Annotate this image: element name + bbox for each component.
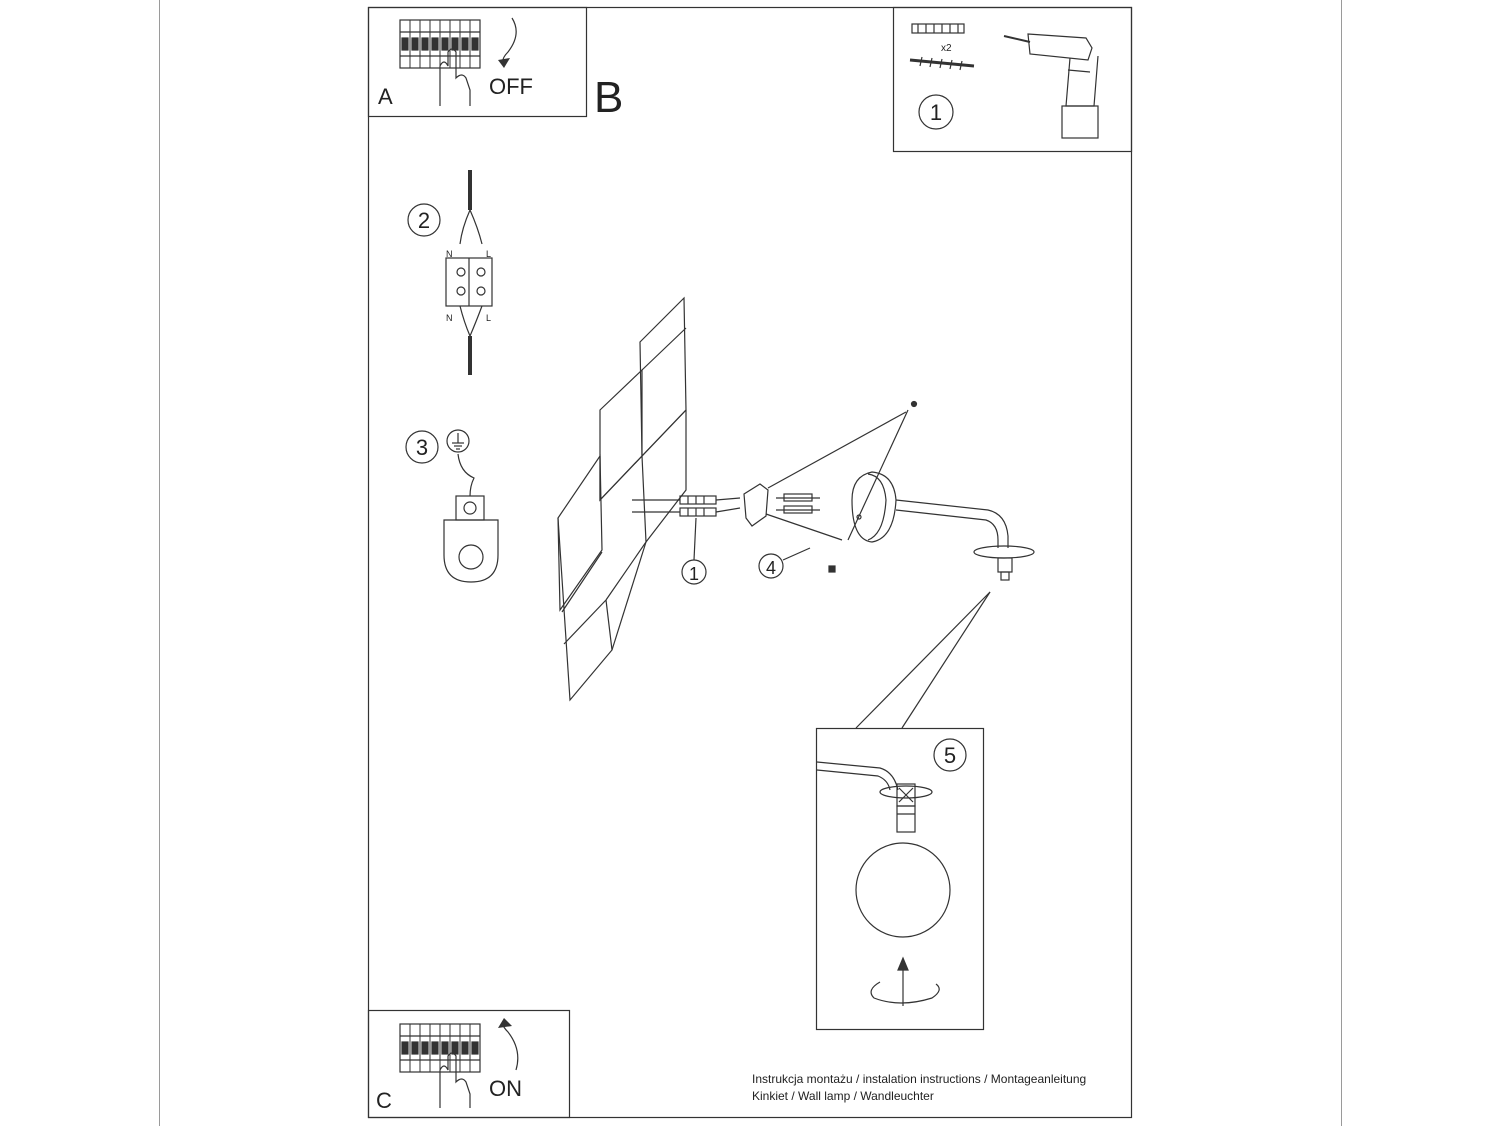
panel-c: C ON (367, 1009, 571, 1119)
wall-callout-1: 1 (689, 564, 699, 584)
lamp-arm (851, 471, 1035, 581)
ground-connector-icon (443, 495, 499, 583)
step-2-group: 2 N L N L (407, 170, 493, 375)
glass-globe-icon (855, 842, 951, 938)
wall-tiles (557, 296, 687, 702)
panel-a-letter: A (378, 84, 393, 109)
step4-number: 4 (766, 558, 776, 578)
panel-a: A OFF (367, 6, 588, 118)
step1-quantity: x2 (941, 43, 952, 54)
footer-line-1: Instrukcja montażu / instalation instruc… (752, 1072, 1087, 1086)
hand-icon (439, 48, 471, 106)
step2-neutral-bottom: N (446, 313, 453, 323)
panel-step-1: x2 1 (892, 6, 1133, 153)
step2-live-top: L (486, 249, 491, 259)
ground-symbol-icon (446, 429, 470, 453)
panel-step-5: 5 (815, 727, 985, 1031)
panel-a-off-label: OFF (489, 74, 533, 99)
panel-b-letter: B (594, 73, 623, 122)
curved-arrow-icon (502, 1019, 519, 1071)
panel-c-letter: C (376, 1088, 392, 1113)
hand-icon (439, 1052, 471, 1108)
step5-number: 5 (944, 743, 956, 768)
step1-number: 1 (930, 100, 942, 125)
step2-neutral-top: N (446, 249, 453, 259)
footer-line-2: Kinkiet / Wall lamp / Wandleuchter (752, 1089, 934, 1103)
rotate-arrow-icon (870, 981, 940, 1004)
step-3-group: 3 (405, 429, 499, 583)
breaker-panel-icon (399, 19, 481, 69)
sheet-frame (367, 6, 1133, 1119)
wall-plug-icon (911, 23, 965, 34)
step3-number: 3 (416, 435, 428, 460)
terminal-block-icon (445, 257, 493, 307)
screw-icon (909, 56, 975, 71)
step2-live-bottom: L (486, 313, 491, 323)
panel-c-on-label: ON (489, 1076, 522, 1101)
step2-number: 2 (418, 208, 430, 233)
drill-icon (1003, 33, 1099, 139)
mounting-hardware (632, 400, 918, 573)
page-left-rule (159, 0, 160, 1126)
breaker-panel-icon (399, 1023, 481, 1073)
page-right-rule (1341, 0, 1342, 1126)
